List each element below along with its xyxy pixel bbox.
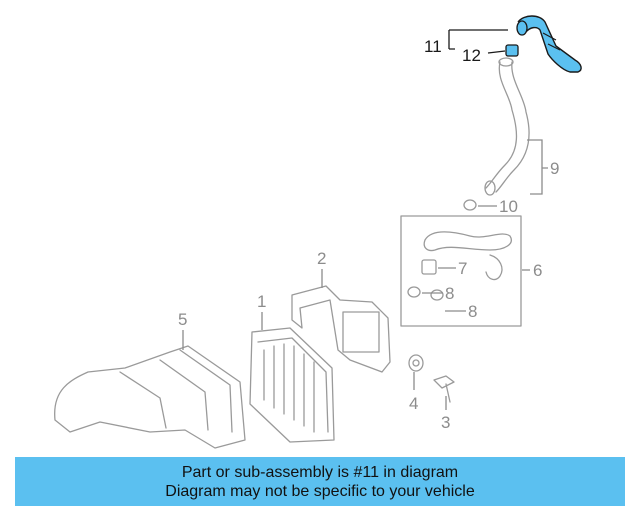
callout-11: 11: [424, 37, 442, 56]
part-9-hose: [484, 57, 530, 196]
callout-5: 5: [178, 310, 187, 329]
part-2-bracket: [291, 285, 391, 373]
part-1-radiator: [249, 327, 335, 443]
leader-9: [527, 139, 548, 195]
info-banner: Part or sub-assembly is #11 in diagram D…: [15, 457, 625, 506]
part-12-clamp[interactable]: [505, 44, 519, 57]
callout-2: 2: [317, 249, 326, 268]
callout-3: 3: [441, 413, 450, 432]
leader-11: [448, 29, 508, 50]
callout-6: 6: [533, 261, 542, 280]
callout-9: 9: [550, 159, 559, 178]
part-10-clamp: [463, 199, 477, 211]
callout-10: 10: [499, 197, 518, 216]
part-11-hose[interactable]: [516, 15, 582, 73]
callout-8a: 8: [445, 284, 454, 303]
callout-1: 1: [257, 292, 266, 311]
leader-12: [487, 50, 506, 54]
banner-line-1: Part or sub-assembly is #11 in diagram: [181, 463, 459, 481]
callout-8b: 8: [468, 302, 477, 321]
part-5-shroud: [54, 345, 246, 449]
part-6-hose-kit: [400, 215, 522, 327]
parts-diagram: 11 12 9 10 7 6 8 8 2 1 5 4 3: [54, 15, 582, 449]
part-3-bolt: [433, 375, 455, 403]
callout-4: 4: [409, 394, 418, 413]
callout-12: 12: [462, 46, 481, 65]
callout-7: 7: [458, 259, 467, 278]
banner-line-2: Diagram may not be specific to your vehi…: [165, 482, 475, 500]
part-4-washer: [408, 354, 424, 372]
